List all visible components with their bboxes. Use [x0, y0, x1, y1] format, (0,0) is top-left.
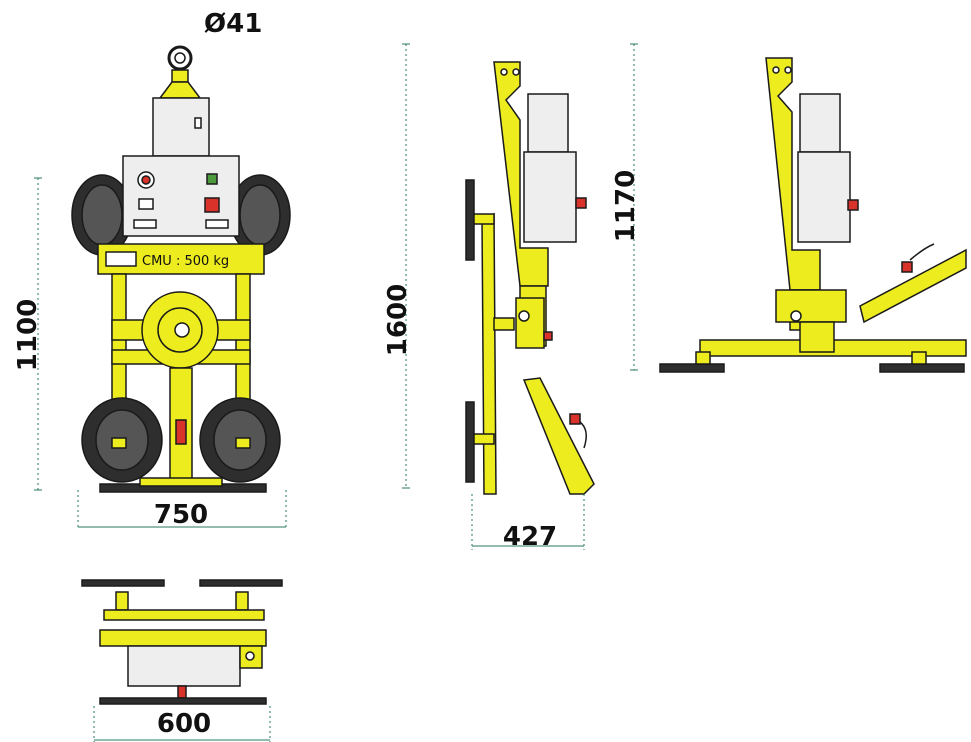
tilted-height-dimension: 1170	[611, 170, 641, 242]
front-view	[71, 45, 291, 493]
dimension-lines-top	[93, 706, 271, 742]
dimension-lines-tilted	[630, 43, 638, 371]
side-depth-dimension: 427	[503, 522, 557, 552]
dimension-lines-side	[402, 43, 585, 550]
hook-diameter-dimension: Ø41	[204, 9, 262, 39]
side-view	[465, 61, 595, 495]
front-height-dimension: 1100	[13, 299, 43, 371]
vacuum-housing-side	[527, 93, 569, 153]
lifting-eye-icon	[158, 45, 202, 99]
top-view	[81, 579, 283, 705]
side-height-dimension: 1600	[383, 284, 413, 356]
capacity-plate-label: CMU : 500 kg	[142, 254, 229, 269]
vacuum-housing-tilted	[799, 93, 841, 153]
top-width-dimension: 600	[157, 709, 211, 739]
tilted-view	[659, 57, 967, 373]
front-width-dimension: 750	[154, 500, 208, 530]
dimension-lines-front	[34, 177, 287, 530]
vacuum-housing-top-view	[127, 645, 241, 687]
